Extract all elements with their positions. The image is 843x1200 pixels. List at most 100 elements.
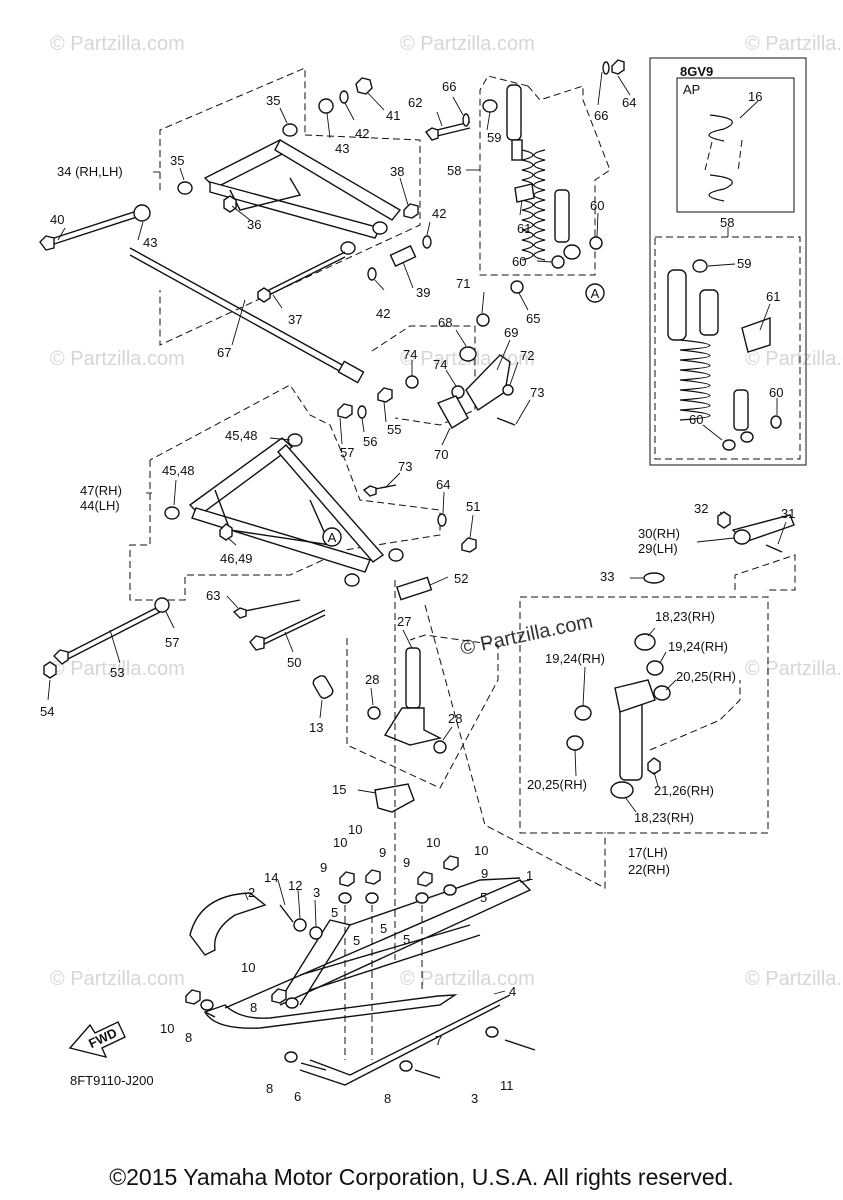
callout-46-49: 46,49 [220, 551, 253, 566]
inset-8gv9 [649, 57, 807, 466]
callout-33: 33 [600, 569, 614, 584]
callout-8: 8 [250, 1000, 257, 1015]
watermark-layer: © Partzilla.com © Partzilla.com © Partzi… [50, 33, 843, 990]
callout-18-23: 18,23(RH) [634, 810, 694, 825]
callout-35: 35 [266, 93, 280, 108]
callout-70: 70 [434, 447, 448, 462]
callout-43: 43 [143, 235, 157, 250]
callout-55: 55 [387, 422, 401, 437]
callout-3: 3 [471, 1091, 478, 1106]
callout-67: 67 [217, 345, 231, 360]
callout-30-rh: 30(RH) [638, 526, 680, 541]
callout-21-26: 21,26(RH) [654, 783, 714, 798]
callout-54: 54 [40, 704, 54, 719]
rear-shock-group: A [424, 59, 625, 303]
callout-1: 1 [526, 868, 533, 883]
callout-15: 15 [332, 782, 346, 797]
callout-6: 6 [294, 1089, 301, 1104]
callout-10: 10 [474, 843, 488, 858]
callout-36: 36 [247, 217, 261, 232]
callout-65: 65 [526, 311, 540, 326]
callout-57: 57 [165, 635, 179, 650]
callout-18-23: 18,23(RH) [655, 609, 715, 624]
leader-lines [47, 71, 787, 995]
callout-60: 60 [590, 198, 604, 213]
callout-8: 8 [185, 1030, 192, 1045]
fwd-arrow: FWD [68, 1021, 126, 1059]
callout-4: 4 [509, 984, 516, 999]
callout-10: 10 [348, 822, 362, 837]
callout-59: 59 [737, 256, 751, 271]
callout-59: 59 [487, 130, 501, 145]
callout-41: 41 [386, 108, 400, 123]
inset-title: 8GV9 [680, 64, 713, 79]
callout-35: 35 [170, 153, 184, 168]
callout-A: A [328, 530, 337, 545]
callout-60: 60 [689, 412, 703, 427]
callout-44-lh: 44(LH) [80, 498, 120, 513]
callout-labels: 1 2 3 3 4 5 5 5 5 5 6 7 8 8 8 8 9 9 9 9 … [40, 64, 795, 1106]
callout-45-48: 45,48 [162, 463, 195, 478]
copyright-footer: ©2015 Yamaha Motor Corporation, U.S.A. A… [109, 1164, 734, 1190]
callout-31: 31 [781, 506, 795, 521]
callout-74: 74 [403, 347, 417, 362]
callout-73: 73 [530, 385, 544, 400]
callout-58: 58 [720, 215, 734, 230]
callout-63: 63 [206, 588, 220, 603]
callout-10: 10 [426, 835, 440, 850]
watermark: © Partzilla.com [400, 33, 535, 55]
lower-a-arm-group: A [43, 384, 477, 679]
callout-9: 9 [379, 845, 386, 860]
callout-14: 14 [264, 870, 278, 885]
callout-2: 2 [248, 885, 255, 900]
callout-9: 9 [481, 866, 488, 881]
inset-subtitle: AP [683, 82, 700, 97]
watermark: © Partzilla.com [50, 968, 185, 990]
callout-9: 9 [320, 860, 327, 875]
watermark: © Partzilla.com [50, 33, 185, 55]
callout-61: 61 [517, 221, 531, 236]
callout-58: 58 [447, 163, 461, 178]
watermark: © Partzilla.com [745, 33, 843, 55]
callout-5: 5 [353, 933, 360, 948]
callout-39: 39 [416, 285, 430, 300]
callout-11: 11 [500, 1078, 514, 1093]
callout-51: 51 [466, 499, 480, 514]
watermark: © Partzilla.com [50, 348, 185, 370]
callout-3: 3 [313, 885, 320, 900]
callout-8: 8 [384, 1091, 391, 1106]
linkage-group [337, 313, 516, 429]
callout-56: 56 [363, 434, 377, 449]
callout-16: 16 [748, 89, 762, 104]
callout-69: 69 [504, 325, 518, 340]
callout-37: 37 [288, 312, 302, 327]
callout-10: 10 [333, 835, 347, 850]
callout-43: 43 [335, 141, 349, 156]
watermark: © Partzilla.com [50, 658, 185, 680]
callout-19-24: 19,24(RH) [668, 639, 728, 654]
callout-68: 68 [438, 315, 452, 330]
callout-7: 7 [435, 1033, 442, 1048]
callout-60: 60 [769, 385, 783, 400]
callout-20-25: 20,25(RH) [527, 777, 587, 792]
watermark: © Partzilla.com [745, 968, 843, 990]
callout-27: 27 [397, 614, 411, 629]
callout-5: 5 [331, 905, 338, 920]
callout-19-24: 19,24(RH) [545, 651, 605, 666]
callout-71: 71 [456, 276, 470, 291]
callout-10: 10 [241, 960, 255, 975]
callout-5: 5 [480, 890, 487, 905]
callout-61: 61 [766, 289, 780, 304]
callout-62: 62 [408, 95, 422, 110]
spindle-arm-group [424, 511, 796, 889]
callout-66: 66 [594, 108, 608, 123]
ski-group [185, 580, 536, 1086]
callout-53: 53 [110, 665, 124, 680]
callout-13: 13 [309, 720, 323, 735]
callout-42: 42 [355, 126, 369, 141]
spindle-group [312, 634, 499, 813]
watermark: © Partzilla.com [400, 968, 535, 990]
callout-73: 73 [398, 459, 412, 474]
callout-29-lh: 29(LH) [638, 541, 678, 556]
